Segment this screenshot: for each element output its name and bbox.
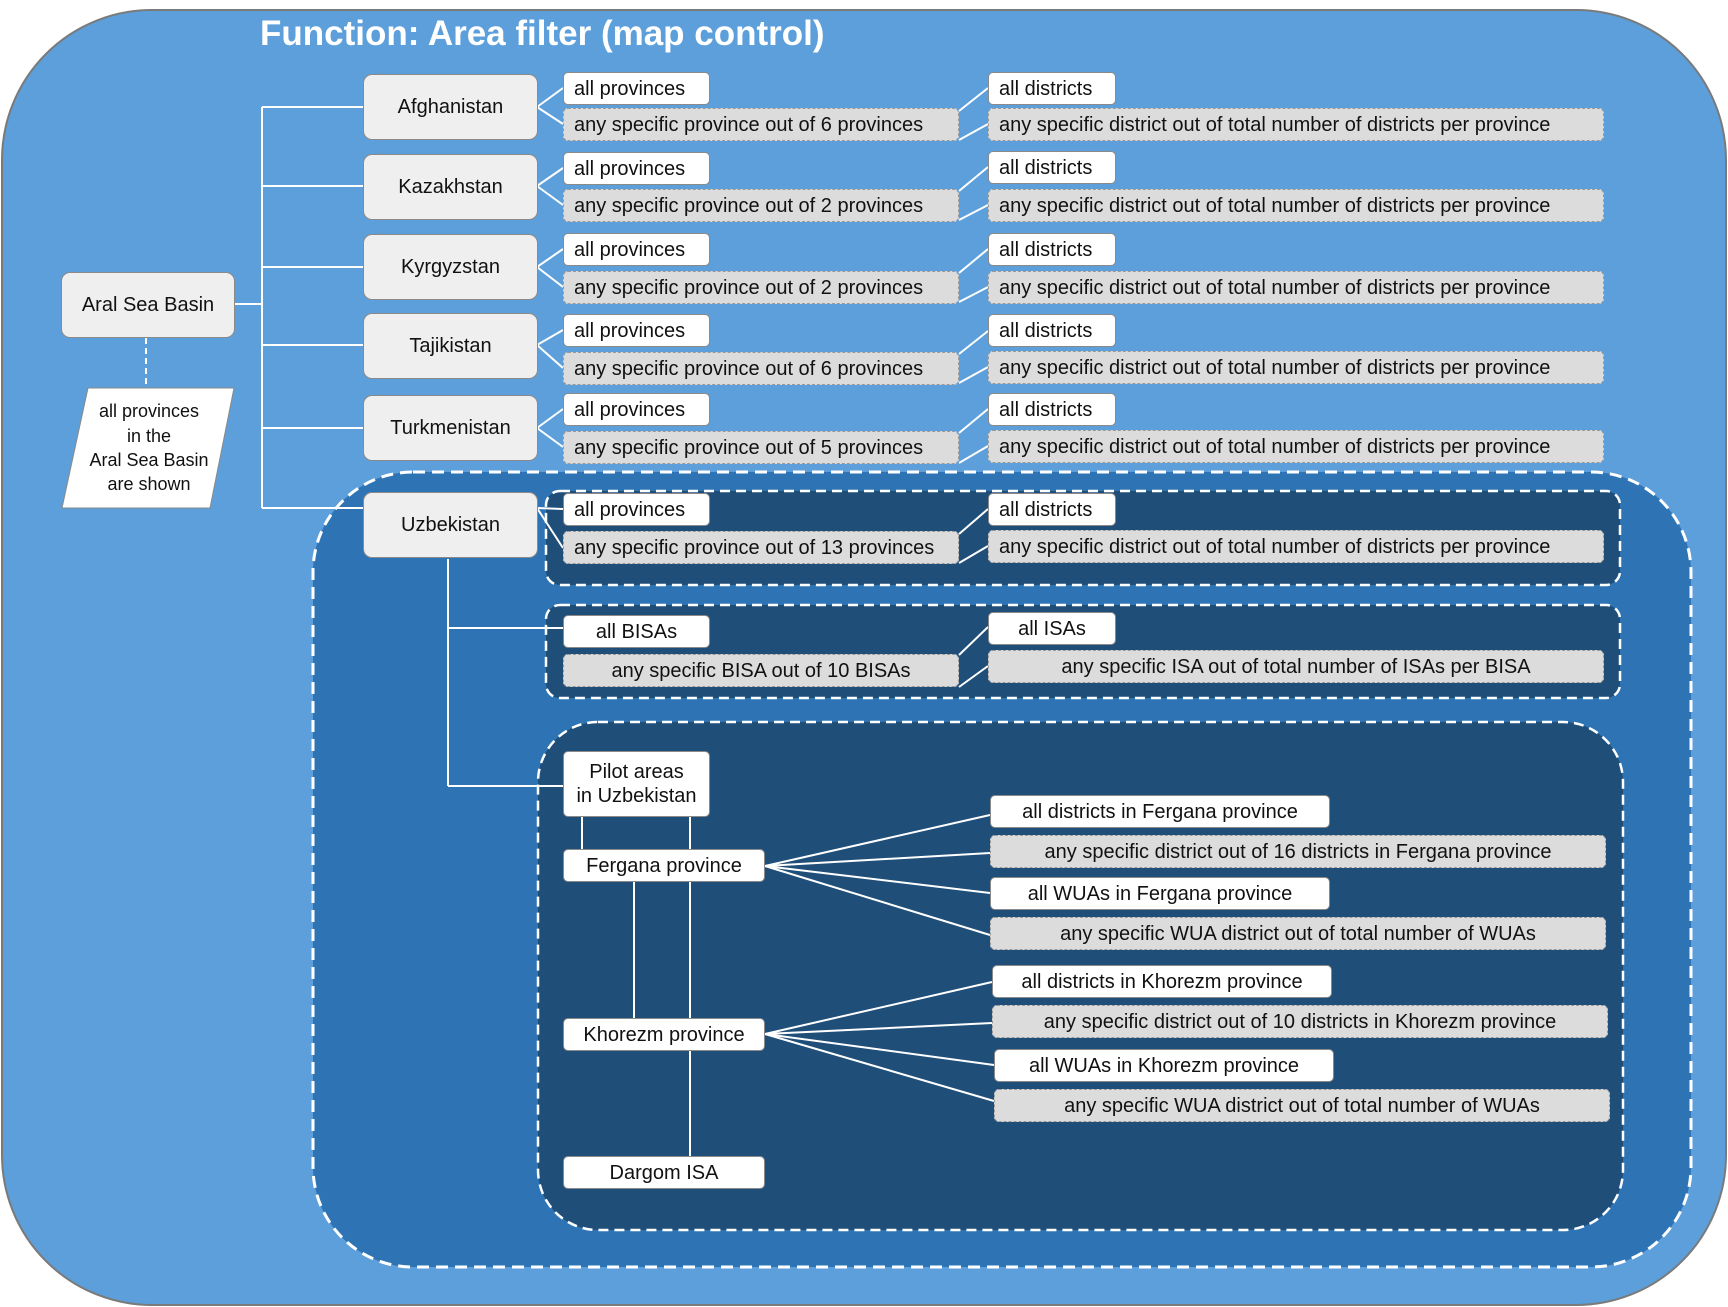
option-turkmenistan-any-district: any specific district out of total numbe… [988, 430, 1604, 463]
connector-tur-all [536, 408, 564, 429]
option-any-isa: any specific ISA out of total number of … [988, 650, 1604, 683]
option-kazakhstan-all-districts: all districts [988, 151, 1116, 184]
connector-tur-dist-all [958, 408, 989, 434]
connector-kaz-any [536, 185, 564, 206]
option-kyrgyzstan-any-province: any specific province out of 2 provinces [563, 271, 959, 304]
node-dargom-isa: Dargom ISA [563, 1156, 765, 1189]
option-turkmenistan-all-provinces: all provinces [563, 393, 710, 426]
root-note-line-3: Aral Sea Basin [89, 450, 209, 470]
option-khorezm-all-wuas: all WUAs in Khorezm province [994, 1049, 1334, 1082]
option-afghanistan-any-district: any specific district out of total numbe… [988, 108, 1604, 141]
connector-afg-dist-all [958, 87, 989, 112]
connector-uzb-dist-any [958, 545, 989, 564]
node-khorezm-province: Khorezm province [563, 1018, 765, 1051]
option-khorezm-all-districts: all districts in Khorezm province [992, 965, 1332, 998]
option-turkmenistan-any-province: any specific province out of 5 provinces [563, 431, 959, 464]
connector-uzb-all [536, 507, 564, 510]
option-khorezm-any-wua: any specific WUA district out of total n… [994, 1089, 1610, 1122]
option-kazakhstan-all-provinces: all provinces [563, 152, 710, 185]
option-uzbekistan-all-provinces: all provinces [563, 493, 710, 526]
root-note-line-1: all provinces [98, 401, 200, 422]
option-fergana-any-district: any specific district out of 16 district… [990, 835, 1606, 868]
connector-kho-3 [764, 1033, 995, 1066]
option-khorezm-any-district: any specific district out of 10 district… [992, 1005, 1608, 1038]
option-afghanistan-all-provinces: all provinces [563, 72, 710, 105]
connector-kho-2 [764, 1022, 993, 1035]
node-afghanistan: Afghanistan [363, 74, 538, 140]
option-kazakhstan-any-district: any specific district out of total numbe… [988, 189, 1604, 222]
connector-uzb-dist-all [958, 508, 989, 535]
node-uzbekistan: Uzbekistan [363, 492, 538, 558]
option-afghanistan-all-districts: all districts [988, 72, 1116, 105]
option-uzbekistan-all-districts: all districts [988, 493, 1116, 526]
node-fergana-province: Fergana province [563, 849, 765, 882]
option-fergana-all-wuas: all WUAs in Fergana province [990, 877, 1330, 910]
option-afghanistan-any-province: any specific province out of 6 provinces [563, 108, 959, 141]
root-note: all provinces in the Aral Sea Basin are … [62, 388, 236, 508]
connector-fer-4 [764, 865, 991, 936]
connector-bisa-isa-any [958, 665, 989, 688]
connector-tur-dist-any [958, 445, 989, 464]
connector-afg-any [536, 106, 564, 125]
connector-kaz-dist-all [958, 166, 989, 192]
option-tajikistan-any-province: any specific province out of 6 provinces [563, 352, 959, 385]
connector-kyr-dist-any [958, 286, 989, 303]
diagram-title: Function: Area filter (map control) [260, 14, 825, 53]
connector-kyr-dist-all [958, 248, 989, 274]
connector-kho-1 [764, 981, 993, 1035]
option-fergana-any-wua: any specific WUA district out of total n… [990, 917, 1606, 950]
root-note-shape [61, 387, 235, 509]
connector-fer-1 [764, 814, 991, 867]
root-note-line-2: in the [126, 425, 172, 446]
option-uzbekistan-any-district: any specific district out of total numbe… [988, 530, 1604, 563]
connector-afg-all [536, 87, 564, 108]
connector-bisa-isa-all [958, 626, 989, 656]
option-uzbekistan-any-province: any specific province out of 13 province… [563, 531, 959, 564]
node-turkmenistan: Turkmenistan [363, 395, 538, 461]
connector-kyr-all [536, 248, 564, 268]
connector-afg-dist-any [958, 123, 989, 141]
connector-kaz-dist-any [958, 204, 989, 221]
node-kazakhstan: Kazakhstan [363, 154, 538, 220]
pilot-label-line-1: Pilot areas [589, 761, 684, 783]
connector-fer-2 [764, 852, 991, 867]
option-all-isas: all ISAs [988, 612, 1116, 645]
option-kyrgyzstan-any-district: any specific district out of total numbe… [988, 271, 1604, 304]
option-kazakhstan-any-province: any specific province out of 2 provinces [563, 189, 959, 222]
pilot-label-line-2: in Uzbekistan [576, 785, 697, 807]
connector-tur-any [536, 427, 564, 448]
connector-kho-4 [764, 1033, 995, 1102]
connector-kaz-all [536, 167, 564, 187]
option-kyrgyzstan-all-districts: all districts [988, 233, 1116, 266]
option-all-bisas: all BISAs [563, 615, 710, 648]
option-turkmenistan-all-districts: all districts [988, 393, 1116, 426]
node-pilot-areas: Pilot areas in Uzbekistan [563, 751, 710, 817]
connector-taj-dist-all [958, 330, 989, 355]
option-tajikistan-all-provinces: all provinces [563, 314, 710, 347]
connector-kyr-any [536, 266, 564, 288]
option-kyrgyzstan-all-provinces: all provinces [563, 233, 710, 266]
option-any-bisa: any specific BISA out of 10 BISAs [563, 654, 959, 687]
connector-taj-all [536, 329, 564, 346]
option-fergana-all-districts: all districts in Fergana province [990, 795, 1330, 828]
connector-taj-any [536, 344, 564, 369]
option-tajikistan-any-district: any specific district out of total numbe… [988, 351, 1604, 384]
connector-uzb-any [536, 507, 564, 549]
node-aral-sea-basin: Aral Sea Basin [61, 272, 235, 338]
connector-taj-dist-any [958, 366, 989, 384]
root-note-line-4: are shown [107, 474, 191, 495]
node-tajikistan: Tajikistan [363, 313, 538, 379]
option-tajikistan-all-districts: all districts [988, 314, 1116, 347]
connector-fer-3 [764, 865, 991, 894]
node-kyrgyzstan: Kyrgyzstan [363, 234, 538, 300]
